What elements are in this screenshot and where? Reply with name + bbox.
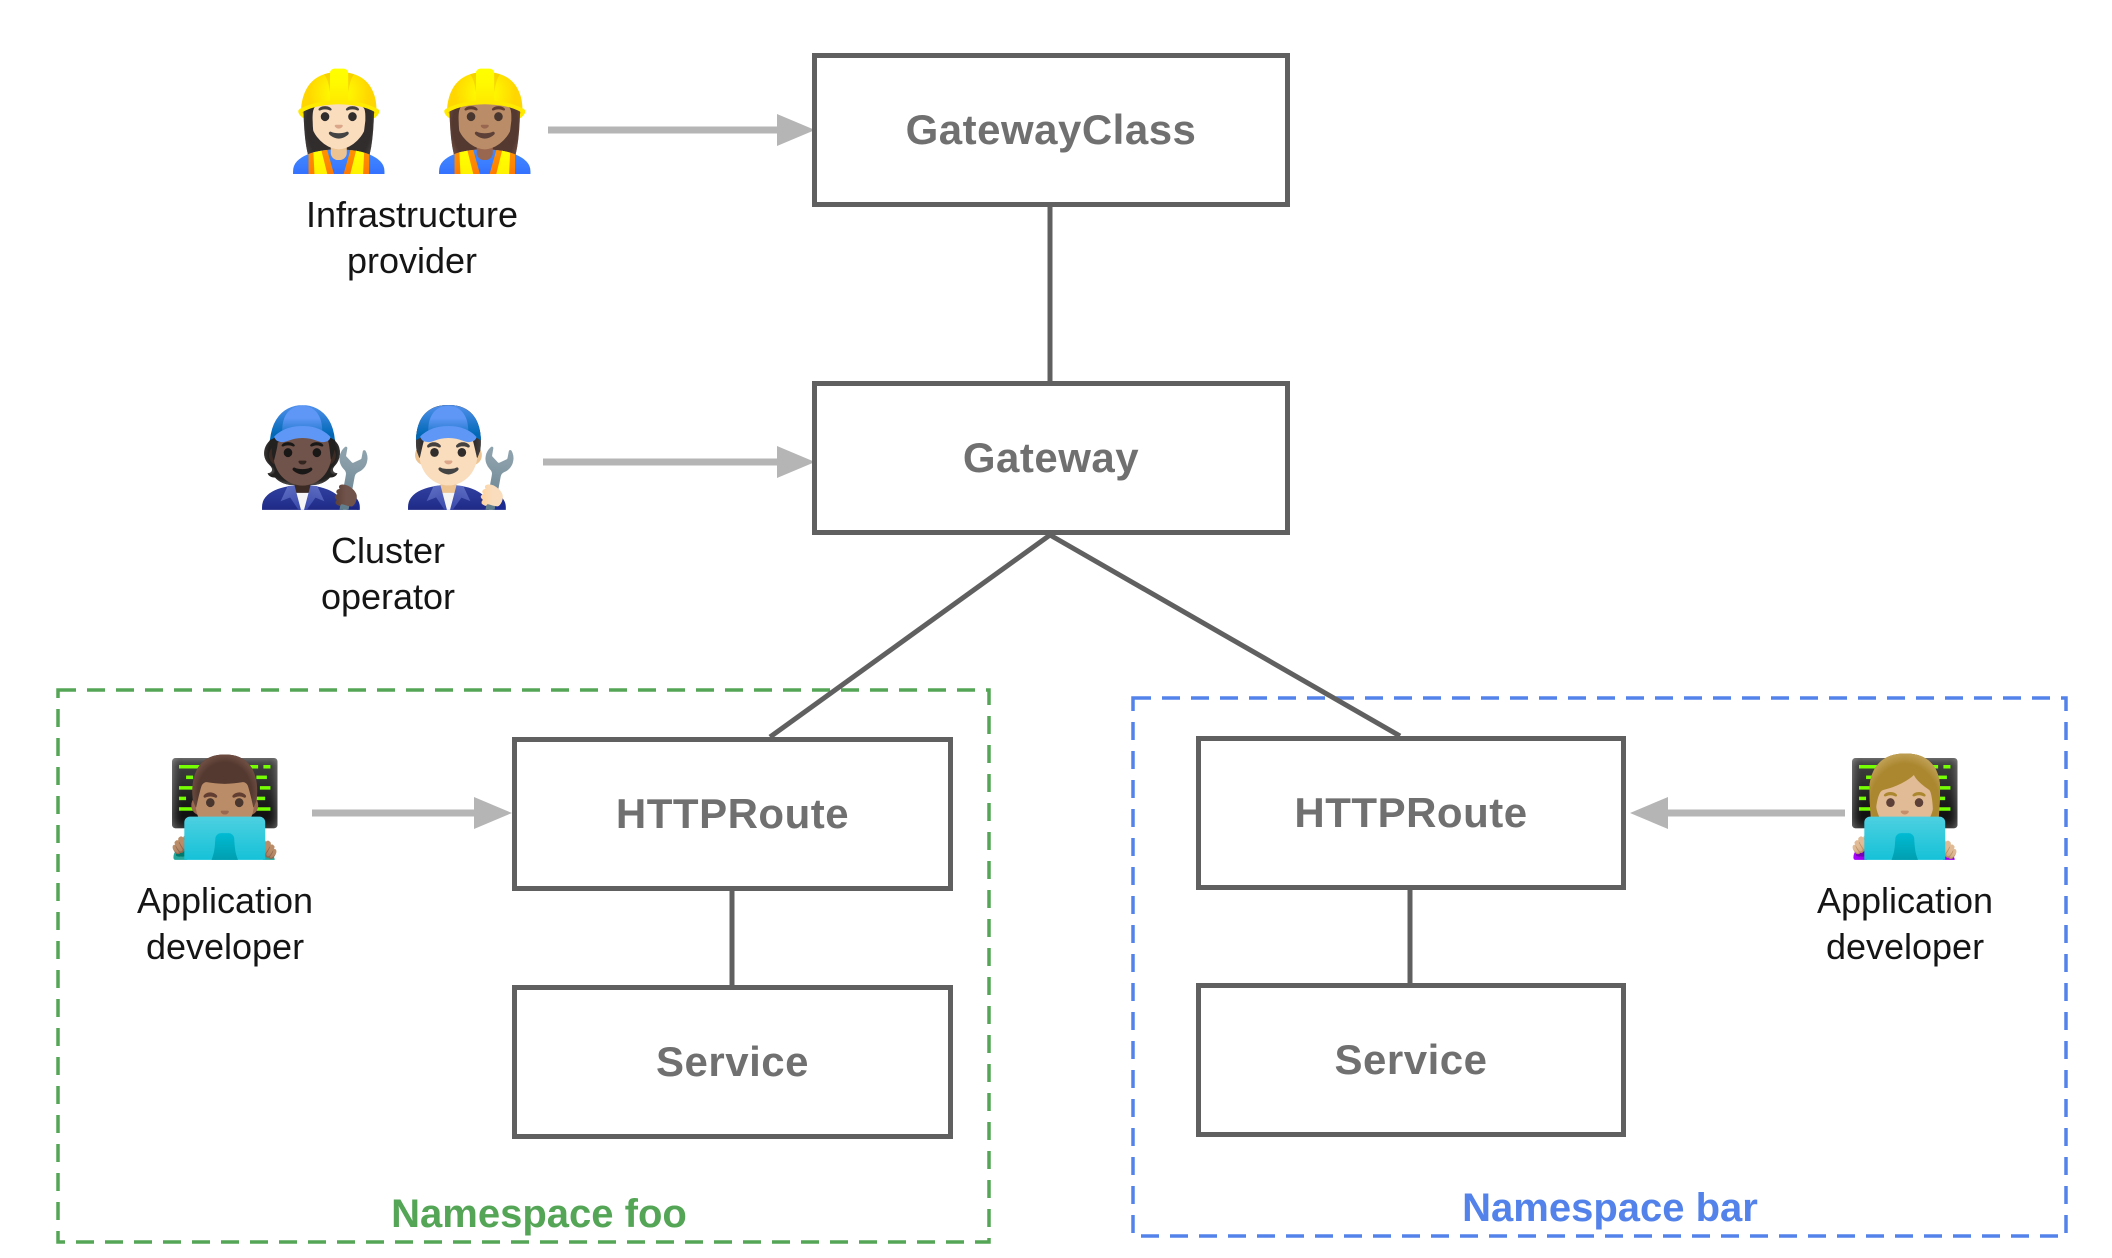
arrow-head-icon (474, 797, 512, 829)
service-bar-node: Service (1196, 983, 1626, 1137)
persona-cluster-operator-label: Cluster operator (320, 530, 456, 618)
namespace-bar-boundary (1131, 696, 2068, 1238)
persona-app-developer-bar: 👩🏼‍💻 Application developer (1755, 748, 2055, 970)
service-foo-node: Service (512, 985, 953, 1139)
persona-app-developer-foo-label: Application developer (136, 880, 314, 968)
gateway-node: Gateway (812, 381, 1290, 535)
edge-gateway-to-httproute-foo (768, 532, 1052, 740)
arrow-cluster-operator-to-gateway (543, 446, 815, 478)
arrow-head-icon (777, 446, 815, 478)
namespace-foo-label: Namespace foo (391, 1192, 687, 1236)
arrow-infrastructure-provider-to-gatewayclass (548, 114, 815, 146)
construction-worker-emoji-pair: 👷🏻‍♀️ 👷🏽‍♀️ (279, 68, 545, 175)
persona-app-developer-bar-label: Application developer (1816, 880, 1994, 968)
arrow-app-developer-to-httproute-foo (312, 797, 512, 829)
namespace-foo-boundary (56, 688, 991, 1244)
gatewayclass-node: GatewayClass (812, 53, 1290, 207)
woman-technologist-emoji: 👩🏼‍💻 (1845, 754, 1965, 861)
edge-gateway-to-httproute-bar (1048, 532, 1402, 739)
man-technologist-emoji: 👨🏽‍💻 (165, 754, 285, 861)
persona-cluster-operator: 🧑🏿‍🔧 👨🏻‍🔧 Cluster operator (238, 398, 538, 620)
arrow-app-developer-to-httproute-bar (1630, 797, 1845, 829)
arrow-head-icon (777, 114, 815, 146)
httproute-foo-node: HTTPRoute (512, 737, 953, 891)
namespace-bar-label: Namespace bar (1462, 1186, 1758, 1230)
persona-app-developer-foo: 👨🏽‍💻 Application developer (75, 748, 375, 970)
persona-infrastructure-provider-label: Infrastructure provider (305, 194, 519, 282)
arrow-head-icon (1630, 797, 1668, 829)
httproute-bar-node: HTTPRoute (1196, 736, 1626, 890)
persona-infrastructure-provider: 👷🏻‍♀️ 👷🏽‍♀️ Infrastructure provider (262, 62, 562, 284)
mechanic-emoji-pair: 🧑🏿‍🔧 👨🏻‍🔧 (255, 404, 521, 511)
